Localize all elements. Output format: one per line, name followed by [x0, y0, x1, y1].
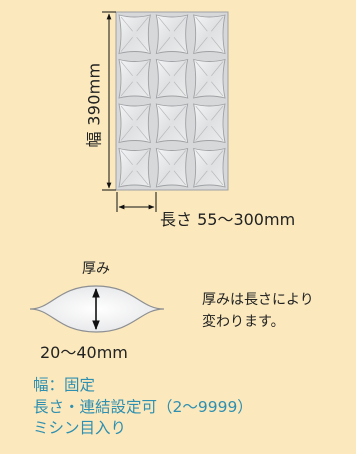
cushion-cell	[193, 58, 226, 99]
cushion-cell	[193, 103, 226, 144]
cushion-crease	[158, 150, 186, 186]
cushion-cell	[118, 58, 151, 99]
thickness-range: 20〜40mm	[40, 343, 128, 362]
width-dimension-label: 幅 390mm	[84, 62, 103, 148]
cushion-crease	[120, 61, 149, 97]
cushion-crease	[158, 105, 186, 141]
cushion-cell	[118, 14, 151, 55]
cushion-crease	[158, 16, 186, 52]
cushion-crease	[195, 150, 224, 186]
cushion-cells	[118, 14, 226, 188]
thickness-note-line: 変わります。	[202, 313, 285, 330]
cushion-cell	[118, 147, 151, 188]
length-dimension-label: 長さ 55〜300mm	[160, 210, 296, 229]
cushion-cell	[155, 103, 189, 144]
cushion-cell	[193, 147, 226, 188]
spec-perforation: ミシン目入り	[33, 419, 127, 438]
cushion-crease	[195, 61, 224, 97]
cushion-crease	[195, 105, 224, 141]
cushion-crease	[158, 61, 186, 97]
cushion-cell	[118, 103, 151, 144]
cushion-cell	[193, 14, 226, 55]
thickness-note-line: 厚みは長さにより	[202, 292, 314, 308]
spec-length: 長さ・連結設定可（2〜9999）	[33, 397, 253, 416]
thickness-note: 厚みは長さにより 変わります。	[202, 290, 314, 333]
spec-width: 幅：固定	[33, 376, 96, 394]
cushion-crease	[120, 16, 149, 52]
cushion-cell	[155, 58, 189, 99]
cushion-crease	[195, 16, 224, 52]
thickness-label: 厚み	[82, 261, 110, 277]
spec-list: 幅：固定 長さ・連結設定可（2〜9999） ミシン目入り	[33, 375, 253, 440]
cushion-cell	[155, 14, 189, 55]
cushion-crease	[120, 105, 149, 141]
cushion-cell	[155, 147, 189, 188]
cushion-cross-section	[29, 285, 165, 333]
cushion-crease	[120, 150, 149, 186]
